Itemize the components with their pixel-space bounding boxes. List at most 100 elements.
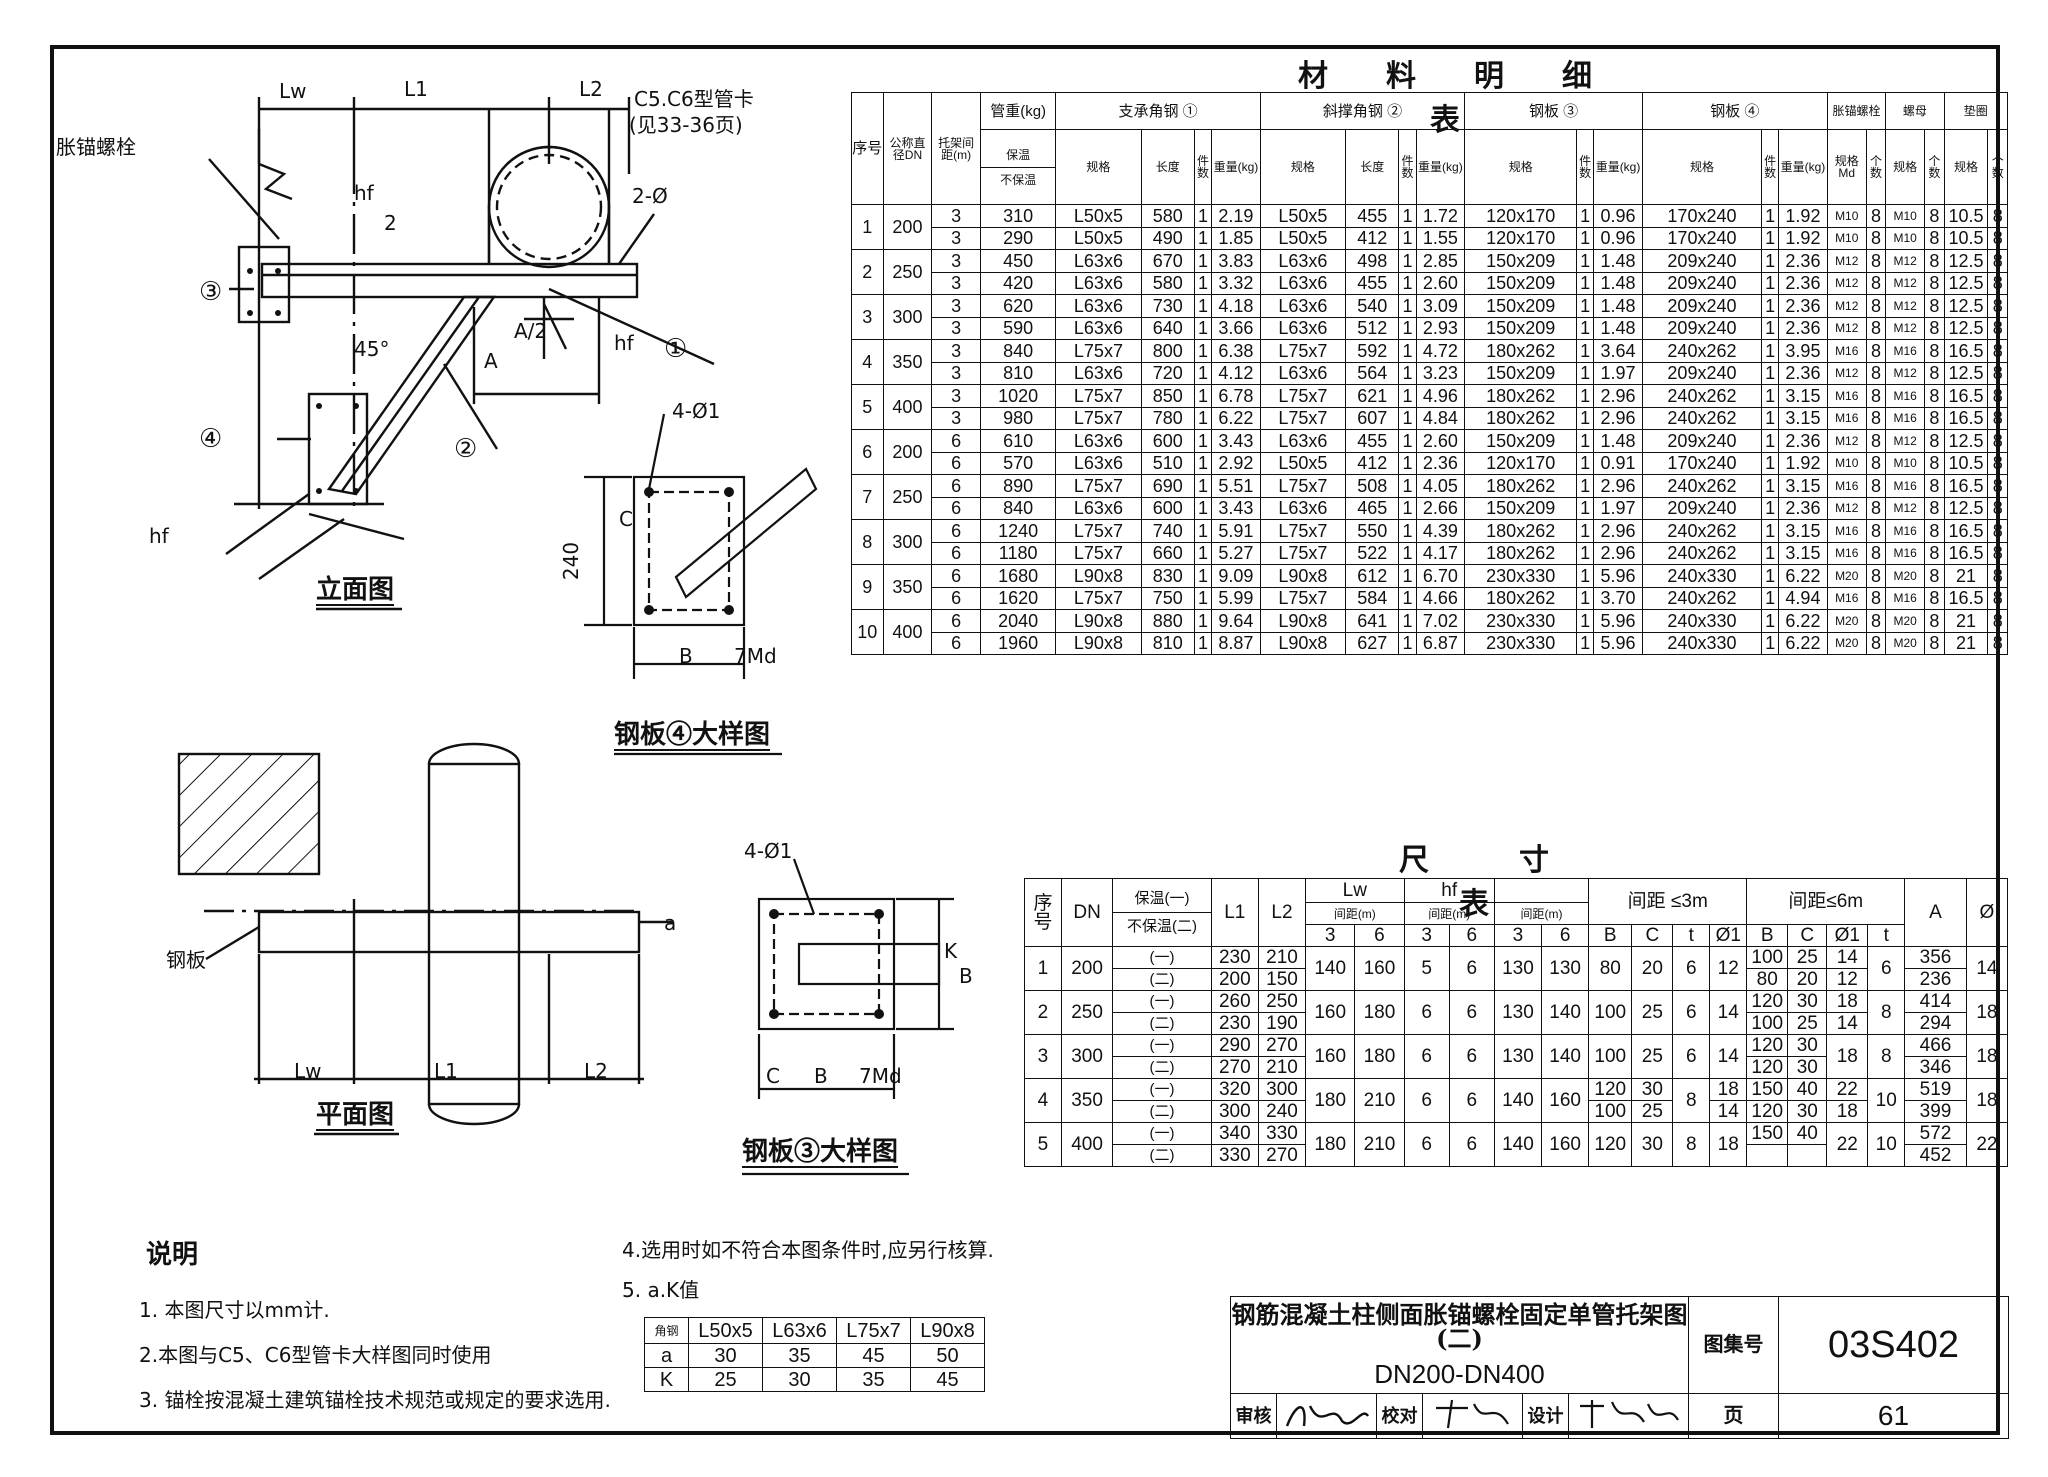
elev-a-half-label: A/2 <box>514 319 548 343</box>
table-cell: 240x262 <box>1641 406 1763 430</box>
dim-header-spacing: 间距(m) <box>1305 902 1405 925</box>
table-cell: 8 <box>1865 406 1887 430</box>
table-cell: 2 <box>1024 990 1062 1035</box>
table-cell: M16 <box>1885 384 1926 408</box>
table-cell: 30 <box>1787 1056 1828 1079</box>
dim-header-blank <box>1493 878 1590 903</box>
table-cell: 240x262 <box>1641 384 1763 408</box>
table-cell: 400 <box>882 609 933 655</box>
table-cell: 8 <box>1924 204 1945 228</box>
table-cell: 4.05 <box>1415 474 1466 498</box>
table-cell: 580 <box>1140 271 1196 295</box>
table-cell: 1 <box>1194 271 1213 295</box>
table-cell: 6 <box>1403 1122 1450 1167</box>
table-cell: 180 <box>1305 1078 1356 1123</box>
table-cell: L75x7 <box>1055 474 1142 498</box>
hdr-spacing: 托架间距(m) <box>931 92 981 205</box>
plate3-bv-label: B <box>959 964 973 988</box>
design-signature-image <box>1579 1400 1679 1429</box>
table-cell: M16 <box>1826 519 1867 543</box>
table-cell: 8 <box>1987 496 2008 520</box>
ak-header: L63x6 <box>762 1317 837 1344</box>
table-cell: 6.87 <box>1415 631 1466 655</box>
table-cell: 130 <box>1493 990 1543 1035</box>
table-cell: 519 <box>1904 1078 1967 1101</box>
ak-cell: 50 <box>910 1343 985 1368</box>
table-cell: 3.32 <box>1211 271 1261 295</box>
table-cell: 1.48 <box>1593 271 1643 295</box>
table-cell: 16.5 <box>1943 586 1989 610</box>
table-cell: 1 <box>1761 271 1780 295</box>
table-cell: 236 <box>1904 968 1967 991</box>
elev-two-label: 2 <box>384 211 397 235</box>
table-cell: 6 <box>1448 1122 1495 1167</box>
table-cell: 1 <box>1576 204 1595 228</box>
table-cell: 6.38 <box>1211 339 1261 363</box>
table-cell: 1 <box>1761 204 1780 228</box>
table-cell: 12 <box>1709 946 1748 991</box>
table-cell: L50x5 <box>1259 204 1346 228</box>
table-cell: (二) <box>1112 1056 1212 1079</box>
table-cell: 3.23 <box>1415 361 1466 385</box>
dim-header-t: t <box>1867 924 1906 947</box>
table-cell: 8 <box>1924 226 1945 250</box>
table-cell: (二) <box>1112 968 1212 991</box>
table-cell: L63x6 <box>1055 429 1142 453</box>
table-cell: 210 <box>1354 1122 1405 1167</box>
table-cell: 1 <box>1398 204 1417 228</box>
mat-subheader: 规格 <box>1055 129 1142 205</box>
table-cell: 9.09 <box>1211 564 1261 588</box>
table-cell: 8 <box>1924 519 1945 543</box>
table-cell: 7.02 <box>1415 609 1466 633</box>
table-cell: M20 <box>1885 564 1926 588</box>
mat-subheader: 规格 <box>1464 129 1578 205</box>
table-cell: 8 <box>1865 541 1887 565</box>
table-cell: 1 <box>1194 429 1213 453</box>
mat-subheader: 规格 <box>1885 129 1926 205</box>
table-cell: 270 <box>1257 1034 1307 1057</box>
table-cell: 1 <box>1761 541 1780 565</box>
table-cell: L90x8 <box>1055 564 1142 588</box>
page-number: 61 <box>1778 1393 2009 1439</box>
table-cell: 8 <box>1865 429 1887 453</box>
table-cell: 1 <box>1576 226 1595 250</box>
table-cell: 1 <box>1194 249 1213 273</box>
table-cell: 1 <box>1576 609 1595 633</box>
ak-cell: 35 <box>762 1343 837 1368</box>
table-cell: 8 <box>1924 586 1945 610</box>
table-cell: 1 <box>1576 271 1595 295</box>
table-cell: 8 <box>1865 361 1887 385</box>
table-cell: 80 <box>1746 968 1789 991</box>
table-cell: 1 <box>1398 384 1417 408</box>
table-cell: 1 <box>1398 631 1417 655</box>
table-cell: 25 <box>1787 1012 1828 1035</box>
table-cell: L63x6 <box>1259 294 1346 318</box>
table-cell: L63x6 <box>1055 361 1142 385</box>
table-cell: 2.66 <box>1415 496 1466 520</box>
table-cell: 8 <box>1867 1034 1906 1079</box>
mat-subheader: 规格 <box>1943 129 1989 205</box>
table-cell: L63x6 <box>1259 429 1346 453</box>
table-cell: M12 <box>1826 271 1867 295</box>
table-cell: 1 <box>1398 564 1417 588</box>
elev-bolt-label: 胀锚螺栓 <box>56 135 136 159</box>
table-cell: 540 <box>1344 294 1400 318</box>
table-cell: 80 <box>1588 946 1633 991</box>
table-cell: 230x330 <box>1464 631 1578 655</box>
table-cell: 21 <box>1943 609 1989 633</box>
table-cell: 670 <box>1140 249 1196 273</box>
table-cell: 210 <box>1257 1056 1307 1079</box>
table-cell: 8 <box>1924 361 1945 385</box>
table-cell: 250 <box>1257 990 1307 1013</box>
table-cell: 180x262 <box>1464 474 1578 498</box>
table-cell: 1 <box>1194 384 1213 408</box>
table-cell: 850 <box>1140 384 1196 408</box>
table-cell: 5 <box>1403 946 1450 991</box>
table-cell: L63x6 <box>1259 249 1346 273</box>
table-cell: 290 <box>1210 1034 1259 1057</box>
table-cell: 6.22 <box>1778 609 1828 633</box>
table-cell: 12.5 <box>1943 361 1989 385</box>
